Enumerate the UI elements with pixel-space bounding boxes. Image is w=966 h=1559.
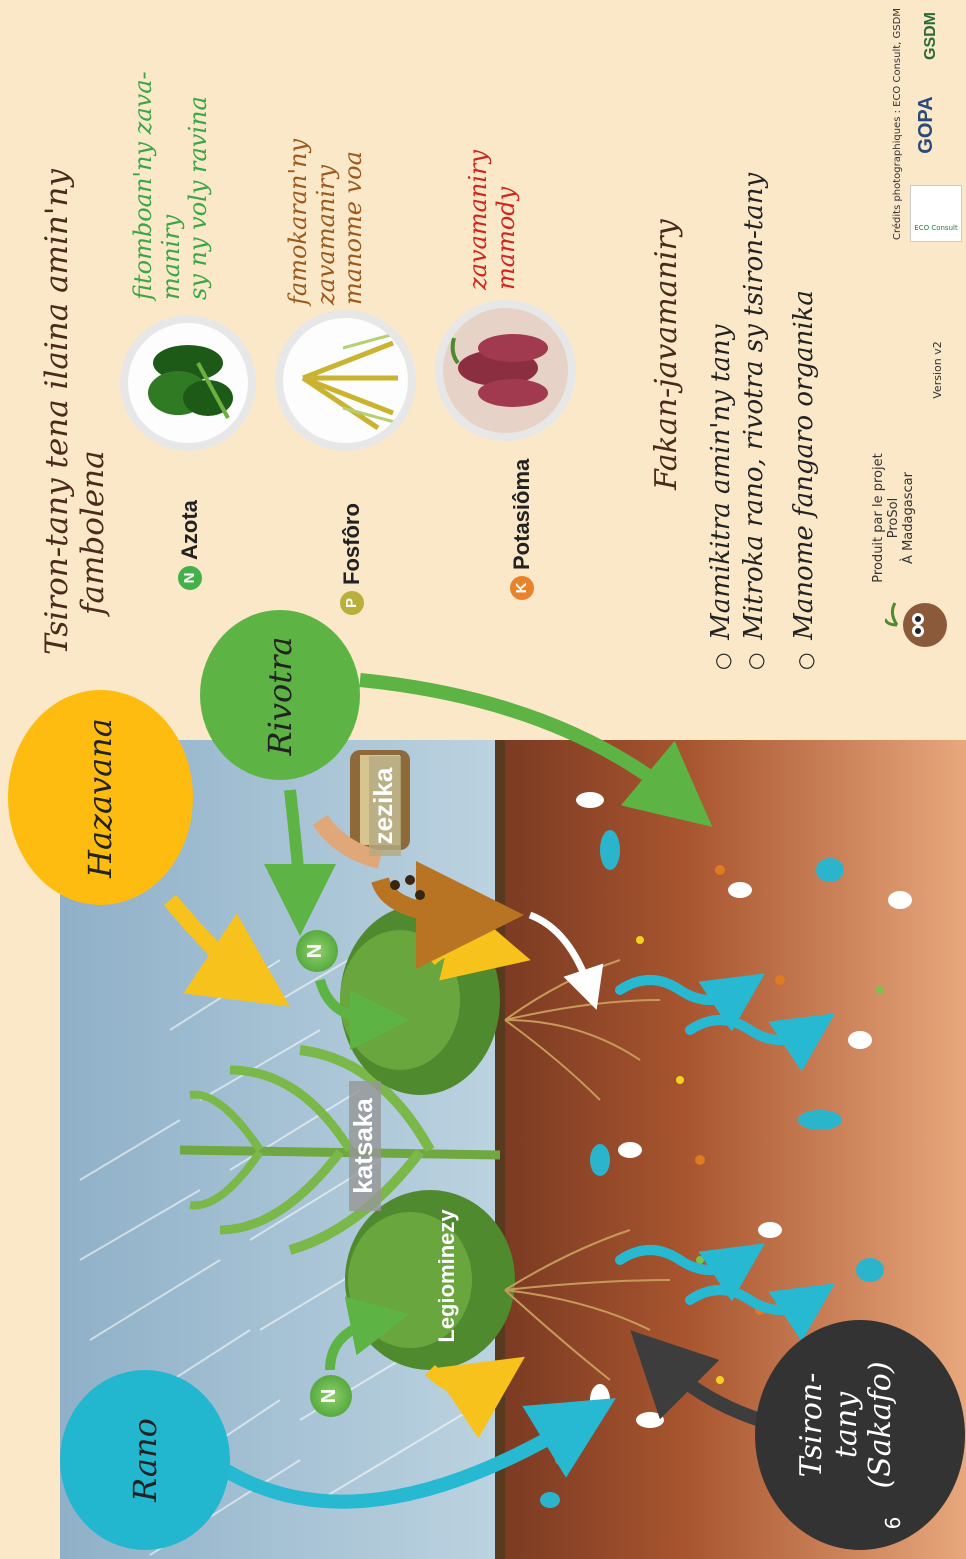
nutrient-p-desc-3: manome voa (340, 85, 368, 305)
roots-section-title: Fakan-javamaniry (650, 190, 690, 490)
page-title-line-1: Tsiron-tany tena ilaina amin'ny (40, 75, 76, 655)
produced-by: Produit par le projet ProSol À Madagasca… (872, 448, 928, 588)
nutrient-p-image (275, 310, 416, 451)
roots-bullet-2: ○ Mitroka rano, rivotra sy tsiron-tany (740, 110, 780, 670)
produced-line-2: ProSol (887, 448, 902, 588)
bullet-marker-2: ○ (743, 640, 767, 670)
roots-bullet-2-text: Mitroka rano, rivotra sy tsiron-tany (739, 173, 769, 640)
nutrient-k-label: K Potasiôma (507, 420, 537, 600)
nutrient-n-desc-3: sy ny voly ravina (185, 10, 213, 300)
nutrient-k-name: Potasiôma (509, 459, 534, 570)
tsirontany-label: Tsiron- tany (Sakafo) (795, 1325, 925, 1525)
bullet-marker-3: ○ (793, 640, 817, 670)
n-marker-1-label: N (304, 930, 330, 972)
nutrient-k-badge: K (510, 576, 534, 600)
sweet-potato-icon (443, 308, 568, 433)
n-marker-2-label: N (318, 1375, 344, 1417)
zezika-tag: zezika (369, 756, 401, 856)
nutrient-n-name: Azota (177, 500, 202, 560)
photo-credits: Crédits photographiques : ECO Consult, G… (892, 0, 908, 240)
nutrient-n-label: N Azota (175, 460, 205, 590)
nutrient-p-label: P Fosfôro (337, 465, 367, 615)
nutrient-p-desc: famokaran'ny zavamaniry manome voa (285, 85, 395, 305)
rice-grain-icon (283, 318, 408, 443)
roots-bullet-1-text: Mamikitra amin'ny tany (706, 325, 736, 640)
tsirontany-line-2: tany (830, 1325, 865, 1525)
nutrient-p-desc-2: zavamaniry (313, 85, 341, 305)
hazavana-label: Hazavana (82, 713, 118, 883)
legume-bush-2 (345, 1190, 515, 1370)
version: Version v2 (932, 330, 948, 410)
nutrient-n-desc: fitomboan'ny zava- maniry sy ny voly rav… (130, 10, 240, 300)
rano-label: Rano (127, 1375, 163, 1545)
tsirontany-line-3: (Sakafo) (864, 1325, 899, 1525)
nutrient-p-badge: P (340, 591, 364, 615)
nutrient-p-name: Fosfôro (339, 503, 364, 585)
gopa-logo: GOPA (915, 90, 941, 160)
tsirontany-line-1: Tsiron- (795, 1325, 830, 1525)
produced-line-3: À Madagascar (902, 448, 917, 588)
nutrient-n-desc-1: fitomboan'ny zava- (130, 10, 158, 300)
nutrient-p-desc-1: famokaran'ny (285, 85, 313, 305)
rivotra-label: Rivotra (262, 616, 298, 776)
roots-bullet-3-text: Manome fangaro organika (789, 290, 819, 640)
leafy-greens-icon (128, 323, 248, 443)
roots-bullet-3: ○ Manome fangaro organika (790, 230, 830, 670)
nutrient-k-desc-2: mamody (493, 130, 521, 290)
nutrient-n-desc-2: maniry (158, 10, 186, 300)
eco-consult-text: ECO Consult (911, 224, 961, 232)
nutrient-n-badge: N (178, 566, 202, 590)
legume-bush-1 (340, 905, 500, 1095)
nutrient-k-desc-1: zavamaniry (465, 130, 493, 290)
gsdm-logo: GSDM (922, 1, 944, 71)
bullet-marker-1: ○ (710, 640, 734, 670)
nutrient-k-desc: zavamaniry mamody (465, 130, 535, 290)
legiominezy-tag: Legiominezy (434, 1181, 466, 1371)
prosol-logo (885, 595, 950, 655)
nutrient-k-image (435, 300, 576, 441)
prosol-mascot-icon (885, 595, 950, 655)
page-number: 6 (882, 1508, 908, 1538)
produced-line-1: Produit par le projet (872, 448, 887, 588)
nutrient-n-image (120, 315, 256, 451)
katsaka-tag: katsaka (349, 1081, 381, 1211)
eco-consult-logo: ECO Consult (910, 185, 962, 242)
page-title-line-2: fambolena (76, 75, 112, 655)
